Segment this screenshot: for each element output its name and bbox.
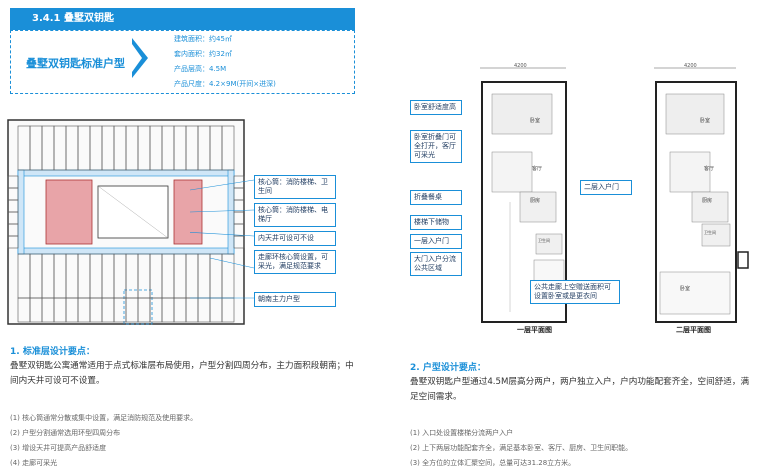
callout: 卧室舒适度高 — [410, 100, 462, 115]
svg-text:客厅: 客厅 — [704, 165, 714, 172]
section1-note: (3) 增设天井可提高产品舒适度 — [10, 444, 107, 452]
callout: 楼梯下储物 — [410, 215, 462, 230]
callout: 朝南主力户型 — [254, 292, 336, 307]
typical-floor-plan — [7, 119, 245, 325]
second-floor-plan: 4200 卧室 客厅 厨房 卫生间 卧室 — [654, 63, 749, 323]
spec-item: 建筑面积：约45㎡ — [174, 35, 232, 43]
callout: 卧室折叠门可全打开，客厅可采光 — [410, 130, 462, 163]
svg-text:厨房: 厨房 — [530, 197, 540, 204]
unit-cell — [7, 235, 19, 249]
unit-cell — [221, 125, 235, 171]
spec-box — [10, 30, 355, 94]
callout: 折叠餐桌 — [410, 190, 462, 205]
svg-text:厨房: 厨房 — [702, 197, 712, 204]
unit-cell — [233, 235, 245, 249]
spec-item: 套内面积：约32㎡ — [174, 50, 232, 58]
callout: 核心筒：消防楼梯、电梯厅 — [254, 203, 336, 227]
callout: 走廊环核心筒设置，可采光，满足规范要求 — [254, 250, 336, 274]
section1-note: (1) 核心筒通常分散或集中设置，满足消防规范及使用要求。 — [10, 414, 198, 422]
section2-heading: 2. 户型设计要点： — [410, 363, 486, 373]
section1-note: (4) 走廊可采光 — [10, 459, 58, 467]
spec-item: 产品尺度：4.2×9M(开间×进深) — [174, 80, 276, 88]
svg-text:客厅: 客厅 — [532, 165, 542, 172]
section2-paragraph: 叠墅双钥匙户型通过4.5M层高分两户，两户独立入户，户内功能配套齐全，空间舒适，… — [410, 377, 750, 402]
svg-text:卧室: 卧室 — [700, 117, 710, 124]
callout: 内天井可设可不设 — [254, 231, 336, 246]
floor-label: 一层平面图 — [517, 326, 552, 334]
chevron-inner — [132, 44, 142, 72]
svg-text:4200: 4200 — [684, 63, 697, 69]
section2-note: (1) 入口处设置楼梯分流两户入户 — [410, 429, 514, 437]
section2-note: (3) 全方位的立体汇聚空间，总量可达31.28立方米。 — [410, 459, 576, 467]
svg-text:卫生间: 卫生间 — [538, 237, 550, 243]
callout: 公共走廊上空赠送面积可设置卧室或是更衣间 — [530, 280, 620, 304]
svg-text:卧室: 卧室 — [680, 285, 690, 292]
svg-text:卫生间: 卫生间 — [704, 229, 716, 235]
spec-title: 叠墅双钥匙标准户型 — [26, 57, 125, 70]
callout-leaders — [190, 179, 255, 299]
callout: 核心筒：消防楼梯、卫生间 — [254, 175, 336, 199]
callout: 一层入户门 — [410, 234, 462, 249]
dim-label: 4200 — [514, 63, 527, 69]
svg-text:卧室: 卧室 — [530, 117, 540, 124]
section2-note: (2) 上下两层功能配套齐全，满足基本卧室、客厅、厨房、卫生间职能。 — [410, 444, 633, 452]
section1-paragraph: 叠墅双钥匙公寓通常适用于点式标准层布局使用，户型分割四周分布，主力面积段朝南；中… — [10, 361, 354, 386]
section1-note: (2) 户型分割通常选用环型四周分布 — [10, 429, 121, 437]
spec-item: 产品层高：4.5M — [174, 65, 227, 73]
section1-heading: 1. 标准层设计要点： — [10, 347, 95, 357]
callout: 二层入户门 — [580, 180, 632, 195]
floor-label: 二层平面图 — [676, 326, 711, 334]
callout: 大门入户分流公共区域 — [410, 252, 462, 276]
section-header: 3.4.1 叠墅双钥匙 — [10, 8, 355, 30]
